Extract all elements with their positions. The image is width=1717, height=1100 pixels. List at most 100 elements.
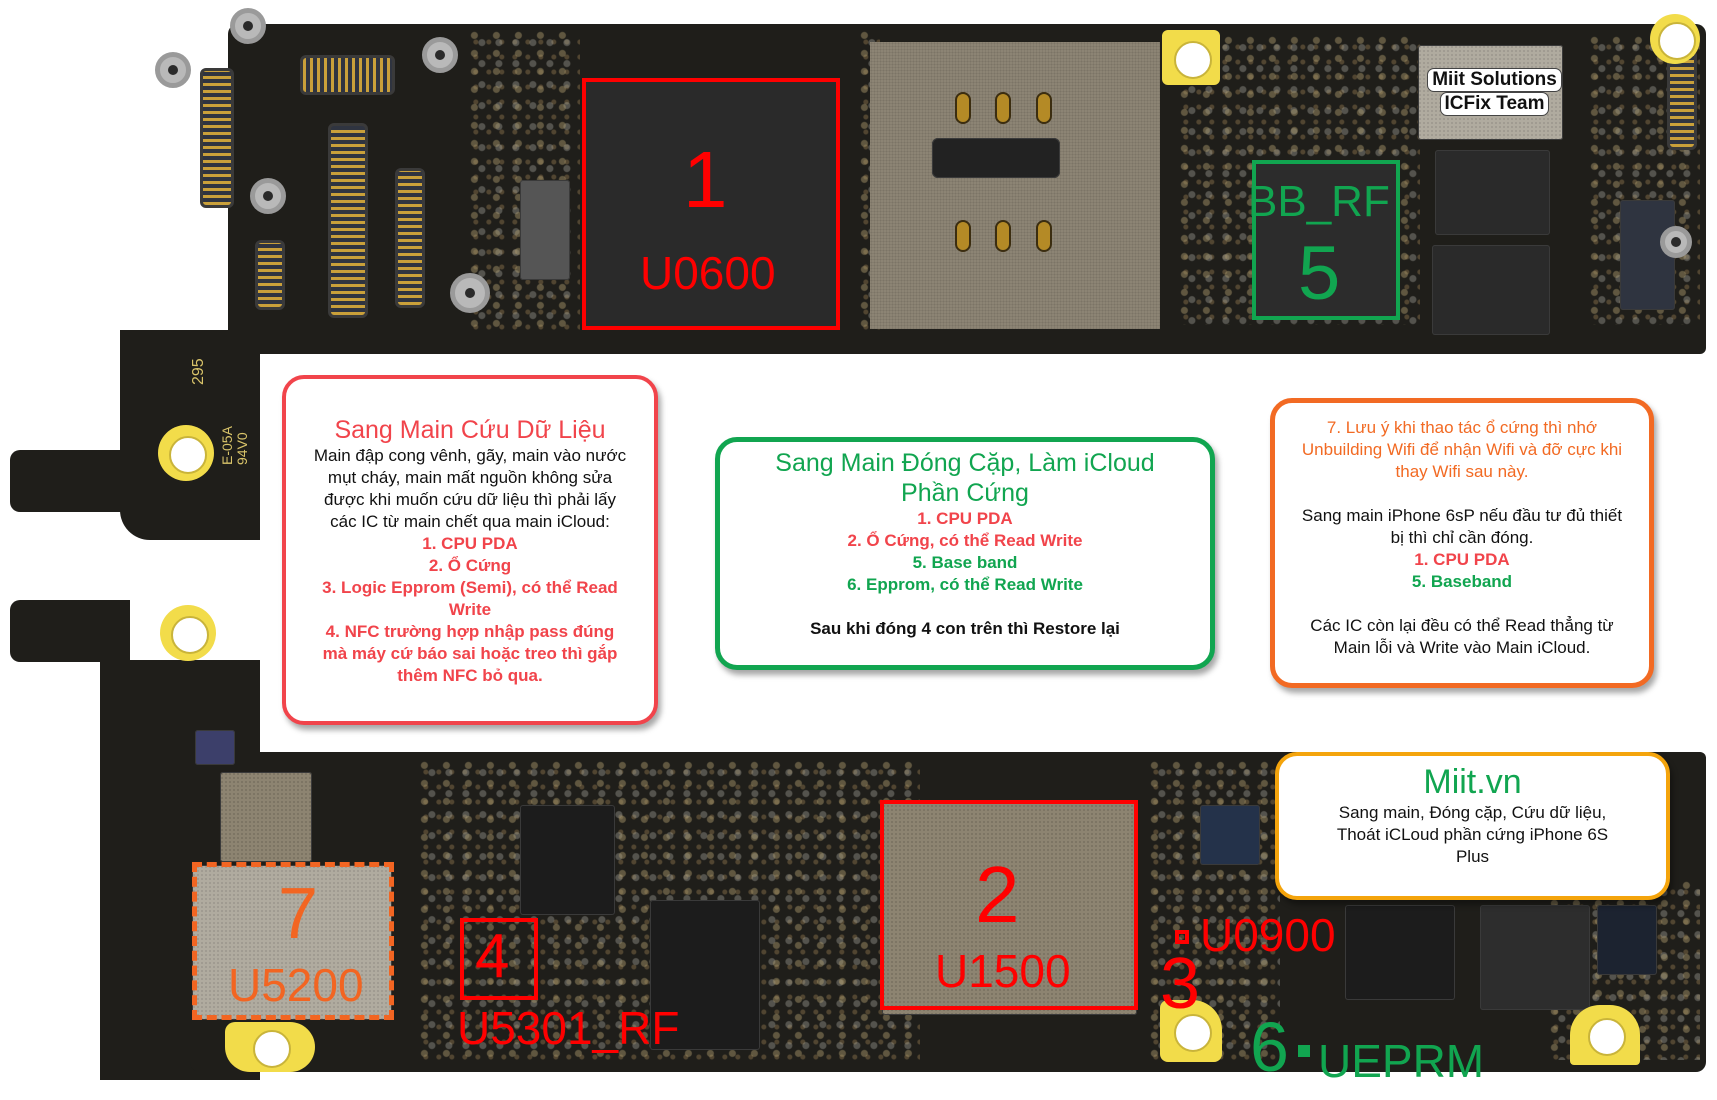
ic-ref-u5301-rf: U5301_RF	[457, 1002, 680, 1054]
note-footer-line: Main lỗi và Write vào Main iCloud.	[1333, 638, 1591, 657]
inductor	[520, 180, 570, 280]
silkscreen-code: 295	[190, 358, 207, 385]
ic-number-7: 7	[278, 874, 319, 954]
gold-mount-pad	[158, 425, 214, 481]
wifi-module-shield	[192, 865, 392, 1020]
note-brand-miit: Miit.vn Sang main, Đóng cặp, Cứu dữ liệu…	[1275, 752, 1670, 900]
ic-number-4: 4	[475, 922, 510, 991]
note-item: 3. Logic Epprom (Semi), có thể Read	[322, 578, 618, 597]
flex-connector	[300, 55, 395, 95]
note-footer: Sau khi đóng 4 con trên thì Restore lại	[810, 619, 1120, 638]
ic-highlight-u5200[interactable]	[192, 862, 394, 1020]
sim-contact-pin	[955, 220, 971, 252]
nand-storage-shield	[882, 800, 1137, 1015]
gold-mount-pad	[1650, 14, 1700, 64]
sim-contact-pin	[1036, 220, 1052, 252]
ic-highlight-u5301-rf[interactable]	[460, 918, 538, 1000]
note-body-line: Main đập cong vênh, gãy, main vào nước	[313, 446, 627, 465]
cpu-a9-chip	[582, 80, 837, 328]
ic-chip	[1597, 905, 1657, 975]
note-title: Sang Main Đóng Cặp, Làm iCloud	[775, 449, 1155, 477]
screw-mount	[422, 37, 458, 73]
ic-highlight-u0900[interactable]	[1175, 930, 1189, 944]
note-wifi-warning: 7. Lưu ý khi thao tác ổ cứng thì nhớ Unb…	[1270, 398, 1654, 688]
screw-mount	[155, 52, 191, 88]
note-item: 1. CPU PDA	[422, 534, 518, 553]
silkscreen-line: E-05A	[219, 426, 235, 465]
gold-mount-pad	[1570, 1005, 1640, 1065]
note-body-line: Plus	[1455, 847, 1490, 866]
gold-mount-pad	[1160, 1000, 1222, 1062]
sim-contact-pin	[995, 220, 1011, 252]
ic-number-5: 5	[1298, 231, 1341, 316]
note-item: 2. Ổ Cứng	[428, 556, 512, 575]
ic-number-1: 1	[683, 135, 728, 224]
watermark-line: Miit Solutions	[1427, 68, 1562, 92]
note-body-line: được khi muốn cứu dữ liệu thì phải lấy	[324, 490, 616, 509]
ic-chip	[1480, 905, 1590, 1010]
ic-chip	[1200, 805, 1260, 865]
note-item: 2. Ổ Cứng, có thể Read Write	[847, 531, 1083, 550]
silkscreen-line: 94V0	[234, 432, 250, 465]
transceiver-chip	[1432, 245, 1550, 335]
note-title: Sang Main Cứu Dữ Liệu	[334, 416, 606, 444]
note-footer-line: Các IC còn lại đều có thể Read thẳng từ	[1310, 616, 1614, 635]
note-item: 5. Base band	[912, 553, 1018, 572]
note-item: 4. NFC trường hợp nhập pass đúng	[325, 622, 615, 641]
note-data-recovery: Sang Main Cứu Dữ Liệu Main đập cong vênh…	[282, 375, 658, 725]
note-item: thêm NFC bỏ qua.	[397, 666, 543, 685]
note-body-line: Thoát iCLoud phần cứng iPhone 6S	[1336, 825, 1609, 844]
note-warning-line: thay Wifi sau này.	[1395, 462, 1529, 481]
silkscreen-code: E-05A 94V0	[219, 426, 250, 465]
note-body-line: Sang main iPhone 6sP nếu đầu tư đủ thiết	[1301, 506, 1623, 525]
ic-number-6: 6	[1250, 1008, 1289, 1086]
note-pairing-icloud: Sang Main Đóng Cặp, Làm iCloud Phần Cứng…	[715, 437, 1215, 670]
screw-mount	[230, 8, 266, 44]
note-item: 5. Baseband	[1411, 572, 1513, 591]
note-item: Write	[448, 600, 492, 619]
note-warning-line: Unbuilding Wifi để nhận Wifi và đỡ cực k…	[1301, 440, 1623, 459]
gold-mount-pad	[225, 1022, 315, 1072]
logic-board-mount-tab	[10, 450, 130, 512]
ic-ref-u0600: U0600	[640, 247, 776, 299]
note-title: Phần Cứng	[901, 479, 1029, 507]
ic-highlight-u0600[interactable]	[582, 78, 840, 330]
sim-contacts-window	[932, 138, 1060, 178]
gold-mount-pad	[160, 605, 216, 661]
note-item: mà máy cứ báo sai hoặc treo thì gắp	[322, 644, 618, 663]
flex-connector	[255, 240, 285, 310]
ic-number-3: 3	[1160, 944, 1201, 1024]
ic-highlight-u1500[interactable]	[880, 800, 1138, 1010]
sim-card-tray	[870, 42, 1160, 329]
sim-contact-pin	[955, 92, 971, 124]
ic-highlight-ueprm[interactable]	[1298, 1045, 1310, 1057]
note-item: 1. CPU PDA	[1414, 550, 1510, 569]
note-item: 1. CPU PDA	[917, 509, 1013, 528]
ic-ref-bb-rf: BB_RF	[1248, 177, 1390, 226]
note-body-line: các IC từ main chết qua main iCloud:	[330, 512, 610, 531]
ic-chip	[1345, 905, 1455, 1000]
sim-contact-pin	[995, 92, 1011, 124]
flex-connector	[1667, 50, 1697, 150]
note-item: 6. Epprom, có thể Read Write	[847, 575, 1083, 594]
logic-board-mount-tab	[10, 600, 130, 662]
rf-shield	[220, 772, 312, 862]
screw-mount	[450, 273, 490, 313]
flex-connector	[395, 168, 425, 308]
flex-connector	[328, 123, 368, 318]
ic-highlight-bb-rf[interactable]	[1252, 160, 1400, 320]
note-body-line: mụt cháy, main mất nguồn không sửa	[327, 468, 613, 487]
ic-ref-u1500: U1500	[935, 945, 1071, 997]
note-body-line: Sang main, Đóng cặp, Cứu dữ liệu,	[1338, 803, 1607, 822]
audio-codec-chip	[520, 805, 615, 915]
brand-title: Miit.vn	[1423, 763, 1522, 801]
note-body-line: bị thì chỉ cần đóng.	[1390, 528, 1534, 547]
ic-number-2: 2	[975, 850, 1020, 939]
pmic-chip	[650, 900, 760, 1050]
watermark-label: Miit Solutions ICFix Team	[1422, 68, 1567, 116]
sensor-chip	[195, 730, 235, 765]
flex-connector	[200, 68, 234, 208]
ic-ref-ueprm: UEPRM	[1318, 1035, 1485, 1087]
screw-mount	[250, 178, 286, 214]
triquint-pa-chip	[1435, 150, 1550, 235]
